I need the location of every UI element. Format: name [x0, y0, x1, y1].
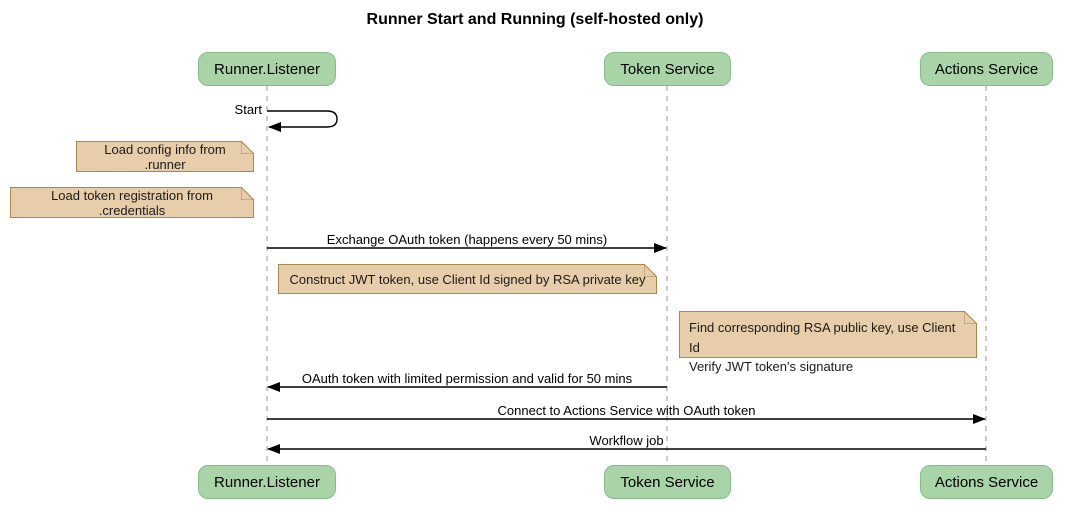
participant-actions-service-top: Actions Service — [920, 52, 1053, 86]
participant-runner-listener-top: Runner.Listener — [198, 52, 336, 86]
note-verify-jwt: Find corresponding RSA public key, use C… — [679, 311, 977, 374]
note-load-config: Load config info from .runner — [76, 141, 254, 172]
note-fold-corner-icon — [644, 264, 657, 277]
participant-runner-listener-bottom: Runner.Listener — [198, 465, 336, 499]
message-label-oauth-token-return: OAuth token with limited permission and … — [301, 371, 633, 386]
participant-actions-service-bottom: Actions Service — [920, 465, 1053, 499]
note-text: Construct JWT token, use Client Id signe… — [289, 271, 646, 287]
note-construct-jwt: Construct JWT token, use Client Id signe… — [278, 264, 657, 294]
note-text-line: Verify JWT token's signature — [689, 359, 854, 374]
participant-token-service-top: Token Service — [604, 52, 731, 86]
note-load-token-registration: Load token registration from .credential… — [10, 187, 254, 218]
message-label-start: Start — [234, 102, 262, 117]
participant-label: Token Service — [620, 473, 715, 491]
participant-label: Token Service — [620, 60, 715, 78]
participant-token-service-bottom: Token Service — [604, 465, 731, 499]
message-label-exchange-oauth-token: Exchange OAuth token (happens every 50 m… — [326, 232, 608, 247]
participant-label: Runner.Listener — [214, 473, 320, 491]
diagram-title: Runner Start and Running (self-hosted on… — [366, 11, 704, 28]
message-label-workflow-job: Workflow job — [589, 433, 664, 448]
message-arrow-start-self-loop — [267, 110, 338, 132]
participant-label: Actions Service — [934, 473, 1039, 491]
note-text-line: Find corresponding RSA public key, use C… — [689, 320, 956, 355]
message-label-connect-actions-service: Connect to Actions Service with OAuth to… — [497, 403, 756, 418]
note-text: Load config info from .runner — [104, 141, 226, 172]
participant-label: Actions Service — [934, 60, 1039, 78]
participant-label: Runner.Listener — [214, 60, 320, 78]
note-text: Load token registration from .credential… — [51, 187, 213, 218]
